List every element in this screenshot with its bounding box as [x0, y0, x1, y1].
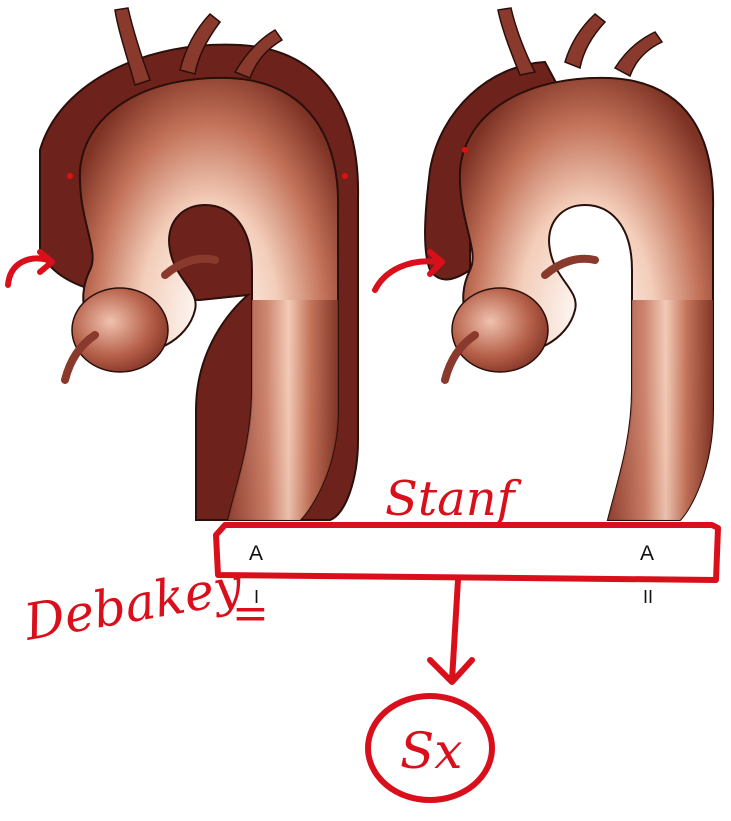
branch-vessel-right-1 [498, 8, 535, 75]
aorta-left [40, 8, 358, 520]
debakey-equals-mark: = [232, 588, 269, 639]
entry-tear-left-2 [342, 173, 348, 179]
aortic-root-right [452, 288, 548, 372]
arrow-to-treatment [430, 580, 472, 682]
label-right-top: A [640, 542, 654, 565]
stanford-annotation: Stanf [385, 471, 522, 527]
arrow-left-annotation [8, 252, 52, 285]
aorta-right [425, 8, 713, 520]
branch-vessel-right-3 [615, 32, 662, 76]
branch-vessel-right-2 [565, 14, 605, 68]
entry-tear-left-1 [67, 173, 73, 179]
treatment-annotation: Sx [400, 722, 462, 780]
aortic-root-left [72, 288, 168, 372]
label-right-bottom: II [643, 587, 653, 607]
descending-aorta-right [608, 300, 713, 520]
debakey-annotation: Debakey [19, 556, 247, 652]
entry-tear-right [462, 147, 468, 153]
label-left-top: A [249, 542, 263, 565]
